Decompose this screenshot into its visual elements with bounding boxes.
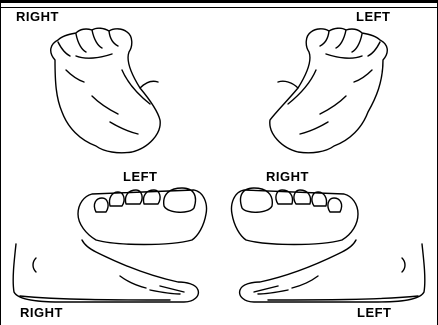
label-bottom-left: RIGHT (20, 306, 63, 319)
label-middle-left: LEFT (123, 170, 158, 183)
left-foot-side-illustration (240, 240, 425, 302)
left-foot-sole-illustration (270, 28, 387, 153)
left-foot-front-illustration (78, 188, 207, 245)
label-top-left: RIGHT (16, 10, 59, 23)
right-foot-side-illustration (13, 240, 198, 302)
label-bottom-right: LEFT (357, 306, 392, 319)
right-foot-front-illustration (232, 188, 359, 245)
label-middle-right: RIGHT (266, 170, 309, 183)
right-foot-sole-illustration (51, 28, 160, 153)
label-top-right: LEFT (356, 10, 391, 23)
